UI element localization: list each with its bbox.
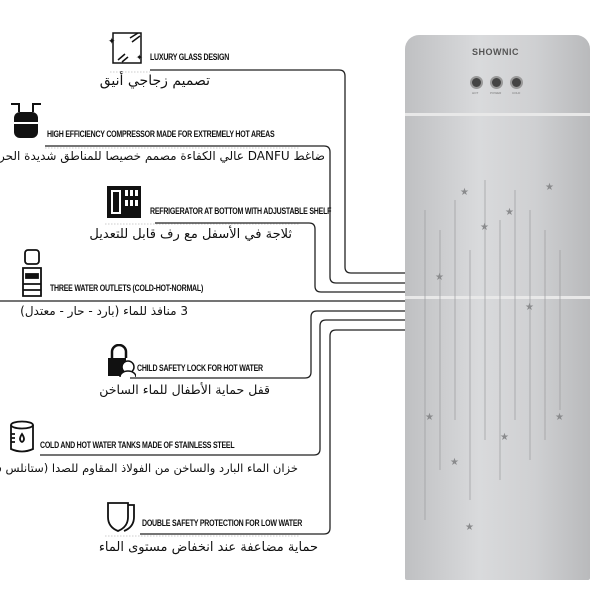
- child-lock-icon: [108, 344, 136, 378]
- glass-icon: ✦✦: [108, 32, 143, 64]
- hot-label: HOT: [472, 91, 479, 95]
- svg-text:★: ★: [450, 457, 459, 468]
- feature-title-glass: LUXURY GLASS DESIGN: [150, 52, 230, 62]
- svg-text:★: ★: [500, 432, 509, 443]
- refrigerator-icon: [107, 186, 141, 218]
- feature-title-child-lock: CHILD SAFETY LOCK FOR HOT WATER: [137, 363, 263, 373]
- hot-button[interactable]: [470, 76, 483, 89]
- water-dispenser-image: [405, 35, 590, 580]
- feature-ar-outlets: 3 منافذ للماء (بارد - حار - معتدل): [20, 304, 188, 318]
- door-divider: [405, 296, 590, 299]
- feature-ar-child-lock: قفل حماية الأطفال للماء الساخن: [99, 382, 270, 397]
- svg-text:✦: ✦: [108, 36, 116, 46]
- power-label: POWER: [490, 91, 502, 95]
- feature-ar-compressor: ضاغط DANFU عالي الكفاءة مصمم خصيصا للمنا…: [0, 149, 325, 163]
- panel-divider: [405, 113, 590, 116]
- power-button[interactable]: [490, 76, 503, 89]
- svg-text:★: ★: [545, 182, 554, 193]
- feature-title-double-safety: DOUBLE SAFETY PROTECTION FOR LOW WATER: [142, 518, 303, 528]
- feature-title-refrigerator: REFRIGERATOR AT BOTTOM WITH ADJUSTABLE S…: [150, 206, 332, 216]
- feature-ar-tanks: خزان الماء البارد والساخن من الفولاذ الم…: [0, 461, 298, 475]
- cold-label: COLD: [512, 91, 521, 95]
- svg-text:★: ★: [525, 302, 534, 313]
- water-dispenser-icon: [22, 249, 42, 297]
- svg-text:★: ★: [435, 272, 444, 283]
- water-tank-icon: [10, 420, 34, 453]
- svg-text:★: ★: [465, 522, 474, 533]
- svg-text:★: ★: [425, 412, 434, 423]
- svg-text:★: ★: [555, 412, 564, 423]
- shield-icon: [107, 502, 135, 532]
- svg-text:★: ★: [505, 207, 514, 218]
- cold-button[interactable]: [510, 76, 523, 89]
- feature-ar-glass: تصميم زجاجي أنيق: [99, 73, 210, 89]
- feature-ar-refrigerator: ثلاجة في الأسفل مع رف قابل للتعديل: [89, 227, 292, 242]
- brand-logo: SHOWNIC: [472, 47, 519, 57]
- feature-title-outlets: THREE WATER OUTLETS (COLD-HOT-NORMAL): [50, 283, 204, 293]
- star-pattern: ★ ★ ★ ★ ★ ★ ★ ★ ★ ★ ★: [424, 180, 564, 533]
- svg-text:★: ★: [460, 187, 469, 198]
- compressor-icon: [11, 103, 41, 138]
- svg-text:✦: ✦: [136, 53, 143, 62]
- feature-ar-double-safety: حماية مضاعفة عند انخفاض مستوى الماء: [98, 540, 318, 555]
- feature-title-compressor: HIGH EFFICIENCY COMPRESSOR MADE FOR EXTR…: [47, 129, 275, 139]
- feature-title-tanks: COLD AND HOT WATER TANKS MADE OF STAINLE…: [40, 440, 235, 450]
- svg-text:★: ★: [480, 222, 489, 233]
